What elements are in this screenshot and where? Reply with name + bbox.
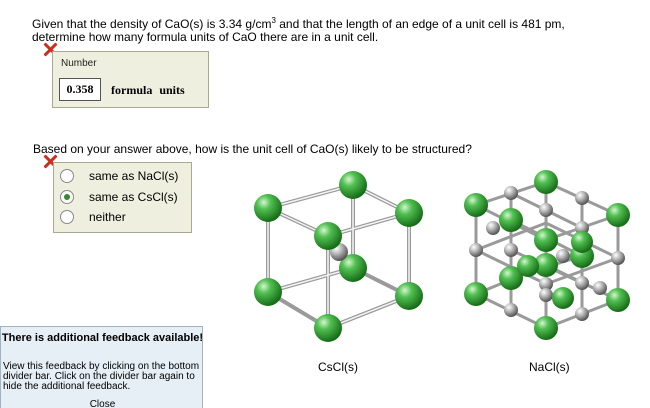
feedback-title-text: There is additional feedback available! [1,332,204,344]
option-cscl-label: same as CsCl(s) [89,190,178,204]
feedback-close-link[interactable]: Close [89,399,116,408]
cscl-caption: CsCl(s) [318,360,358,374]
option-neither[interactable]: neither [60,208,126,226]
nacl-caption: NaCl(s) [529,360,570,374]
cscl-unit-cell-figure [254,171,423,342]
option-neither-label: neither [89,210,126,224]
unit-label: formula units [111,83,185,97]
number-answer-panel: Number 0.358 formula units [52,51,209,108]
question-2-text: Based on your answer above, how is the u… [33,142,472,156]
nacl-unit-cell-figure [464,170,630,340]
option-nacl-label: same as NaCl(s) [89,169,179,183]
question-1-text: Given that the density of CaO(s) is 3.34… [32,14,632,44]
radio-nacl[interactable] [60,169,74,183]
number-input[interactable]: 0.358 [59,78,101,101]
number-label: Number [61,58,97,69]
radio-neither[interactable] [60,210,74,224]
question-1-line2: determine how many formula units of CaO … [32,30,379,44]
feedback-title: There is additional feedback available! [1,332,204,344]
option-cscl[interactable]: same as CsCl(s) [60,188,178,206]
radio-cscl[interactable] [60,190,74,204]
option-nacl[interactable]: same as NaCl(s) [60,167,178,185]
question-1-line1a: Given that the density of CaO(s) is 3.34… [32,17,272,31]
feedback-panel[interactable]: There is additional feedback available! … [0,326,203,408]
feedback-text: View this feedback by clicking on the bo… [3,361,200,392]
structure-options-panel: same as NaCl(s) same as CsCl(s) neither [53,162,192,233]
question-1-superscript: 3 [271,16,276,25]
question-1-line1b: and that the length of an edge of a unit… [275,17,565,31]
